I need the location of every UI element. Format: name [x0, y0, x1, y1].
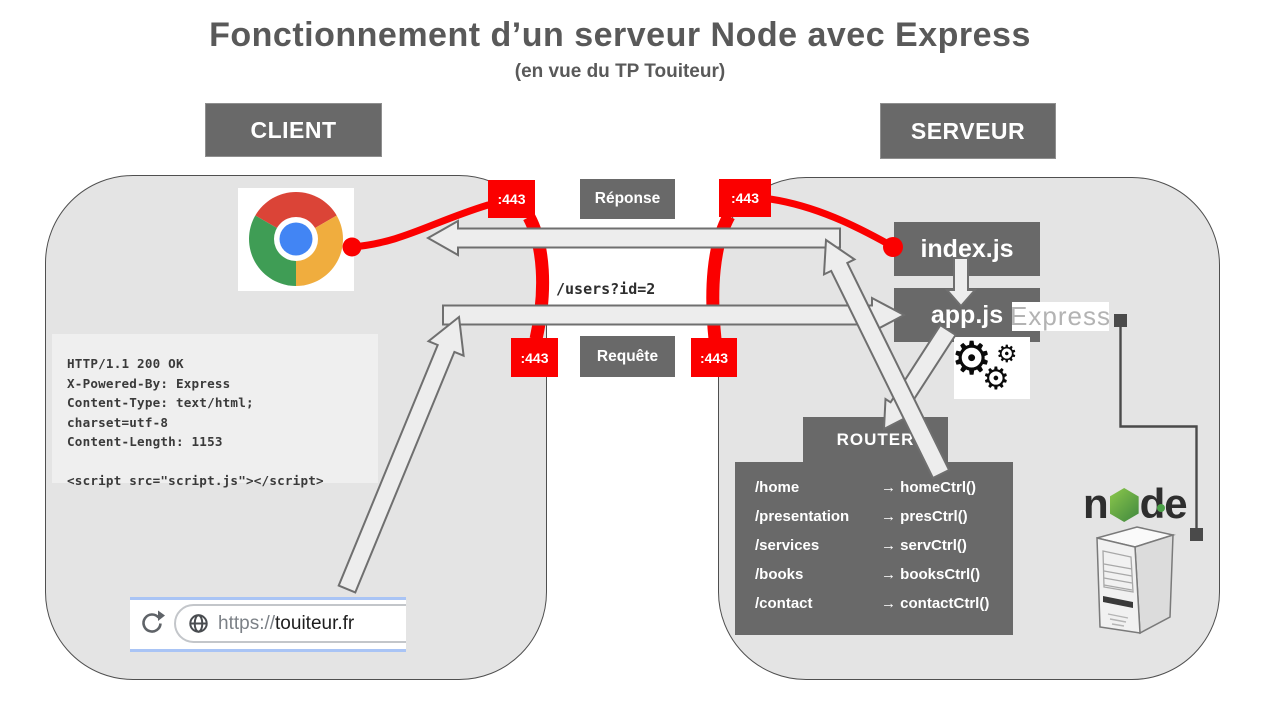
- request-query-text: /users?id=2: [556, 280, 656, 298]
- route-path: /books: [755, 566, 804, 583]
- port-badge-server-request: :443: [691, 338, 737, 377]
- node-logo-letter-n: n: [1083, 480, 1109, 527]
- server-tower-icon: [1088, 520, 1184, 642]
- node-logo-green-dot: [1157, 504, 1165, 512]
- arrow-glyph: →: [881, 566, 896, 583]
- route-row: /contact → contactCtrl(): [735, 589, 1013, 618]
- gear-icon-medium: ⚙: [982, 361, 1010, 396]
- globe-icon: [188, 613, 209, 634]
- gear-icon-small: ⚙: [996, 341, 1018, 368]
- http-response-block: HTTP/1.1 200 OK X-Powered-By: Express Co…: [52, 334, 378, 488]
- port-badge-server-response: :443: [719, 179, 771, 217]
- arrow-glyph: →: [881, 595, 896, 612]
- chrome-icon: [238, 188, 354, 291]
- router-routes-box: /home → homeCtrl() /presentation → presC…: [735, 462, 1013, 635]
- route-controller: contactCtrl(): [900, 595, 990, 612]
- route-path: /presentation: [755, 508, 850, 525]
- port-badge-client-request: :443: [511, 338, 558, 377]
- gears-icon: ⚙ ⚙ ⚙: [951, 332, 1030, 399]
- url-text: https://touiteur.fr: [218, 613, 354, 635]
- serveur-header: SERVEUR: [880, 103, 1056, 159]
- reload-icon[interactable]: [139, 609, 165, 635]
- route-row: /home → homeCtrl(): [735, 473, 1013, 502]
- browser-url-bar: https://touiteur.fr: [130, 597, 406, 652]
- request-label-box: Requête: [580, 336, 675, 377]
- express-logo: Express: [1010, 301, 1111, 331]
- arrow-glyph: →: [881, 508, 896, 525]
- route-row: /services → servCtrl(): [735, 531, 1013, 560]
- node-logo: n de: [1083, 480, 1188, 527]
- route-controller: homeCtrl(): [900, 479, 976, 496]
- url-field[interactable]: https://touiteur.fr: [174, 604, 406, 643]
- http-response-text: HTTP/1.1 200 OK X-Powered-By: Express Co…: [67, 356, 324, 488]
- route-path: /contact: [755, 595, 813, 612]
- node-hexagon-icon: [1109, 488, 1139, 522]
- url-host: touiteur.fr: [275, 612, 355, 634]
- url-scheme: https://: [218, 612, 276, 634]
- route-controller: servCtrl(): [900, 537, 967, 554]
- page-title: Fonctionnement d’un serveur Node avec Ex…: [209, 16, 1031, 54]
- page-subtitle: (en vue du TP Touiteur): [514, 61, 726, 82]
- arrow-glyph: →: [881, 537, 896, 554]
- route-path: /home: [755, 479, 800, 496]
- route-row: /presentation → presCtrl(): [735, 502, 1013, 531]
- port-badge-client-response: :443: [488, 180, 535, 218]
- indexjs-box: index.js: [894, 222, 1040, 276]
- router-tab: ROUTER: [803, 417, 948, 463]
- route-path: /services: [755, 537, 820, 554]
- client-header: CLIENT: [205, 103, 382, 157]
- route-row: /books → booksCtrl(): [735, 560, 1013, 589]
- route-controller: presCtrl(): [900, 508, 968, 525]
- gear-icon-large: ⚙: [951, 332, 993, 384]
- response-label-box: Réponse: [580, 179, 675, 219]
- route-controller: booksCtrl(): [900, 566, 981, 583]
- arrow-glyph: →: [881, 479, 896, 496]
